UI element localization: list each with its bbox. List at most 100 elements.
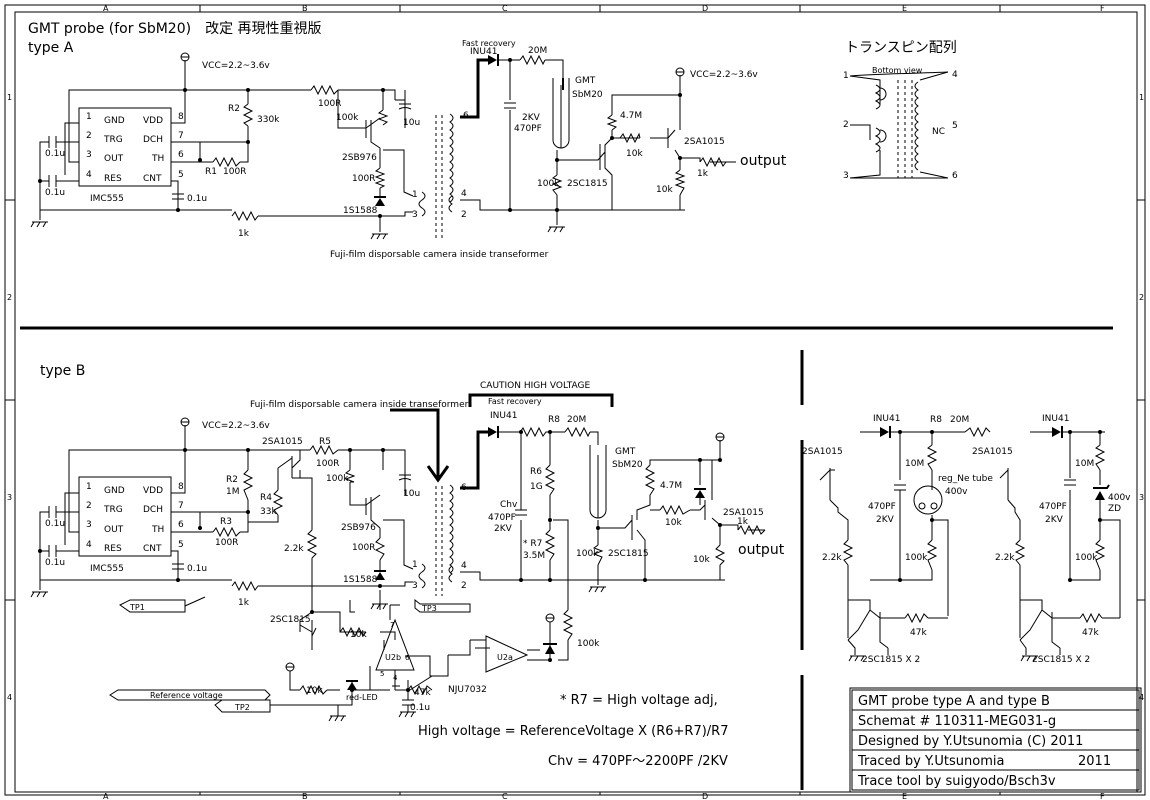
- resistor-label: R1: [205, 167, 217, 177]
- cap-label: 470PF: [488, 513, 516, 523]
- tp-label: TP3: [421, 604, 437, 613]
- typeB-resistors: [212, 426, 766, 696]
- cap-label: 0.1u: [187, 194, 207, 204]
- ic-pin-label: GND: [104, 486, 125, 496]
- junction-dots: [38, 58, 682, 218]
- transformer-note: Fuji-film disporsable camera inside tran…: [330, 250, 549, 260]
- cap-label: 470PF: [514, 124, 542, 134]
- note-hv: High voltage = ReferenceVoltage X (R6+R7…: [418, 724, 728, 739]
- diode-note: Fast recovery: [462, 39, 516, 48]
- resistor-label: * R7: [523, 539, 542, 549]
- zener-label: ZD: [1108, 504, 1121, 514]
- typeB-ic555: [78, 476, 172, 557]
- transistor-label: 2SA1015: [972, 447, 1013, 457]
- pinout-pin: 4: [952, 70, 958, 80]
- typeB-wiring: [39, 425, 765, 706]
- ic-pin-label: VDD: [143, 116, 163, 126]
- ic-pin-number: 1: [86, 112, 92, 122]
- resistor-label: 47k: [910, 628, 927, 638]
- title-line-2: Schemat # 110311-MEG031-g: [858, 714, 1056, 729]
- resistor-label: 100R: [318, 99, 341, 109]
- ic-pin-number: 4: [86, 540, 92, 550]
- transformer-pin: 6: [463, 111, 469, 121]
- col-label: D: [702, 792, 708, 800]
- transformer-pin: 6: [461, 483, 467, 493]
- resistor-label: 33k: [260, 507, 277, 517]
- tp-label: TP2: [234, 703, 250, 712]
- test-points: [109, 596, 471, 713]
- ic-pin-number: 3: [86, 520, 92, 530]
- ic-pin-label: RES: [104, 174, 122, 184]
- resistor-label: 10k: [350, 630, 367, 640]
- transistor-label: 2SA1015: [262, 437, 303, 447]
- resistor-label: R2: [228, 104, 240, 114]
- transistor-label: 2SA1015: [802, 447, 843, 457]
- vcc-icon: [180, 52, 685, 77]
- typeA-transistors: [365, 120, 669, 170]
- ic-pin-label: VDD: [143, 486, 163, 496]
- ic-pin-label: TRG: [103, 135, 123, 145]
- resistor-label: 3.5M: [523, 551, 545, 561]
- typeB-subtitle: type B: [40, 363, 85, 379]
- camera-arrow-head: [426, 465, 450, 483]
- ne-tube-label: 400v: [945, 487, 968, 497]
- ne-tube-label: reg_Ne tube: [938, 474, 993, 484]
- resistor-label: 100k: [905, 553, 928, 563]
- resistor-label: 1k: [238, 598, 250, 608]
- resistor-label: 10k: [693, 555, 710, 565]
- ic-pin-label: OUT: [104, 154, 124, 164]
- cap-label: 470PF: [1039, 502, 1067, 512]
- resistor-label: 100R: [215, 538, 238, 548]
- row-label: 4: [1139, 693, 1144, 702]
- vcc-label: VCC=2.2~3.6v: [202, 61, 270, 71]
- ic-pin-number: 7: [178, 131, 184, 141]
- ic-pin-number: 3: [86, 150, 92, 160]
- opamp-label: U2b: [385, 653, 401, 662]
- vcc-icon: [180, 417, 725, 680]
- resistor-label: R8: [548, 415, 560, 425]
- diode-label: INU41: [490, 411, 517, 421]
- typeB-transformer: [418, 484, 454, 596]
- ic-pin-label: CNT: [143, 544, 162, 554]
- typeB-opamp-u2a: [485, 635, 529, 673]
- resistor-label: 100k: [1075, 553, 1098, 563]
- ic-pin-label: CNT: [143, 174, 162, 184]
- cap-label: 0.1u: [45, 149, 65, 159]
- col-label: B: [302, 792, 308, 800]
- ic-pin-label: TH: [151, 154, 164, 164]
- inner-border: [14, 11, 1138, 793]
- cap-label: Chv: [500, 500, 518, 510]
- cap-label: 2KV: [494, 524, 513, 534]
- resistor-label: 20M: [528, 46, 547, 56]
- alt2-circuit: [999, 431, 1121, 662]
- resistor-label: 10k: [306, 686, 323, 696]
- ic-pin-number: 2: [86, 501, 92, 511]
- note-chv: Chv = 470PF～2200PF /2KV: [548, 754, 728, 769]
- resistor-label: 1k: [737, 517, 749, 527]
- row-label: 4: [7, 693, 12, 702]
- typeB-opamp-u2b: [375, 618, 415, 671]
- note-r7: * R7 = High voltage adj,: [560, 693, 718, 708]
- tube-label: SbM20: [612, 460, 643, 470]
- transformer-note: Fuji-film disporsable camera inside tran…: [250, 400, 469, 410]
- ground-icon: [30, 586, 606, 722]
- refv-label: Reference voltage: [150, 691, 223, 700]
- vcc-label: VCC=2.2~3.6v: [202, 421, 270, 431]
- tube-label: SbM20: [572, 90, 603, 100]
- ic-pin-label: RES: [104, 544, 122, 554]
- resistor-label: 10M: [905, 459, 924, 469]
- ic-pin-label: GND: [104, 116, 125, 126]
- transformer-pin: 1: [412, 560, 418, 570]
- resistor-label: 2.2k: [822, 553, 842, 563]
- resistor-label: 100k: [576, 549, 599, 559]
- transformer-pin: 1: [412, 190, 418, 200]
- caution-label: CAUTION HIGH VOLTAGE: [480, 381, 591, 391]
- title-line-1: GMT probe type A and type B: [858, 694, 1050, 709]
- ic-pin-number: 4: [86, 170, 92, 180]
- resistor-label: 100k: [336, 113, 359, 123]
- junction-dots: [898, 430, 934, 582]
- tube-label: GMT: [615, 447, 636, 457]
- cap-label: 2KV: [522, 113, 541, 123]
- ic-pin-label: TH: [151, 525, 164, 535]
